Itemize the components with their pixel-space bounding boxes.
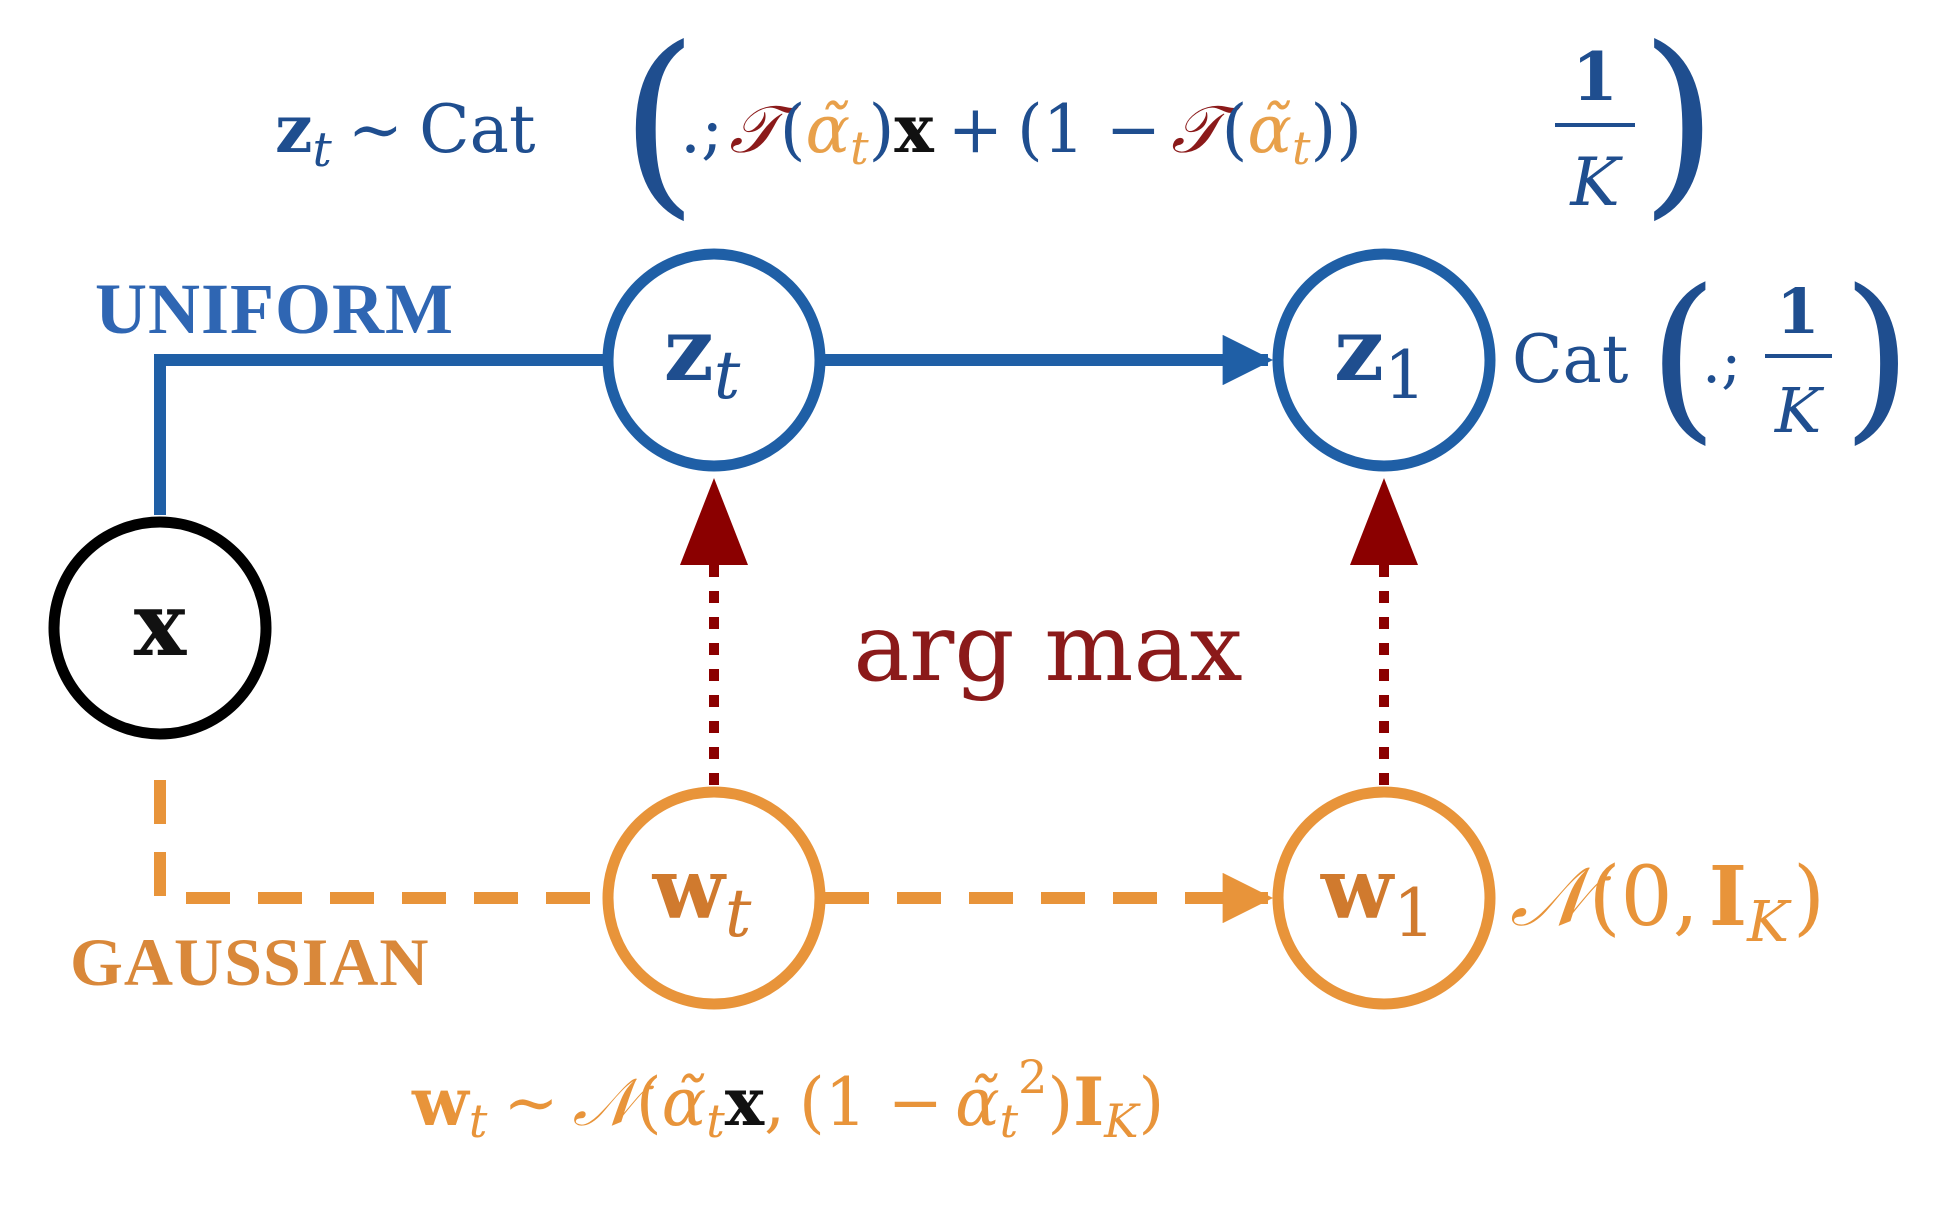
- zt-dist-alpha1-sub: t: [850, 121, 869, 175]
- node-x-circle: [48, 516, 272, 740]
- uniform-edge-x-to-zt: [154, 354, 608, 515]
- wt-dist-open: (: [636, 1064, 662, 1141]
- z1-dist-lparen: (: [1648, 252, 1718, 461]
- zt-dist-plus: +: [948, 91, 1003, 168]
- svg-text:zt∼Cat: zt ∼Cat: [275, 90, 535, 178]
- svg-text:𝒩(0,IK): 𝒩(0,IK): [1510, 849, 1825, 955]
- zt-dist-lp1: (: [780, 91, 806, 168]
- zt-dist-frac-num: 1: [1572, 38, 1618, 116]
- node-wt-sub: t: [725, 875, 752, 952]
- node-zt-sub: t: [714, 337, 741, 414]
- node-wt-label: wt: [652, 839, 752, 952]
- uniform-label: UNIFORM: [95, 269, 454, 349]
- wt-dist-sim: ∼: [503, 1064, 558, 1141]
- wt-dist-alpha2-sub: t: [1000, 1094, 1019, 1148]
- wt-dist-comma: ,: [764, 1064, 785, 1141]
- zt-dist-one-minus: (1 −: [1017, 91, 1161, 168]
- node-w1-sub: 1: [1393, 875, 1435, 952]
- argmax-label: arg max: [853, 594, 1242, 703]
- wt-dist-I-sub: K: [1103, 1094, 1141, 1148]
- w1-dist-I-sub: K: [1746, 890, 1792, 955]
- formula-w1-distribution: 𝒩(0,IK): [1510, 849, 1825, 955]
- z1-dist-rparen: ): [1842, 252, 1912, 461]
- node-z1-main: z: [1334, 297, 1384, 401]
- formula-zt-distribution: zt∼Cat ( .;𝒯(α̃t)x+(1 −𝒯(α̃t)) 1 K ): [275, 5, 1718, 238]
- node-zt-label: zt: [664, 297, 741, 414]
- zt-dist-alpha1: α̃: [806, 91, 851, 168]
- argmax-arrowhead-zt: [680, 478, 748, 565]
- zt-dist-sim: ∼: [348, 91, 403, 168]
- zt-dist-z: z: [275, 90, 312, 168]
- node-z1-sub: 1: [1384, 337, 1426, 414]
- wt-dist-x: x: [725, 1063, 765, 1141]
- w1-dist-close: ): [1793, 850, 1825, 945]
- svg-text:wt∼𝒩(α̃tx,(1 −α̃t2)IK): wt∼𝒩(α̃tx,(1 −α̃t2)IK): [411, 1050, 1164, 1148]
- node-w1-circle: [1272, 786, 1496, 1010]
- zt-dist-rp1: ): [869, 91, 895, 168]
- z1-dist-cat: Cat: [1512, 321, 1628, 398]
- wt-dist-sq: 2: [1018, 1050, 1047, 1104]
- z1-dist-frac-num: 1: [1776, 275, 1819, 348]
- gaussian-label: GAUSSIAN: [70, 924, 429, 1000]
- w1-dist-open: (0,: [1589, 850, 1699, 945]
- zt-dist-cat: Cat: [419, 91, 535, 168]
- wt-dist-w: w: [411, 1063, 471, 1141]
- gaussian-edge-x-to-wt: [154, 780, 608, 904]
- wt-dist-w-sub: t: [469, 1094, 488, 1148]
- zt-dist-big-lparen: (: [620, 5, 698, 238]
- zt-dist-close: )): [1310, 91, 1362, 168]
- zt-dist-z-sub: t: [312, 122, 332, 178]
- w1-dist-I: I: [1709, 849, 1747, 945]
- wt-dist-close: ): [1138, 1064, 1164, 1141]
- zt-dist-x: x: [894, 90, 934, 168]
- node-zt-circle: [602, 248, 826, 472]
- svg-text:.;𝒯(α̃t)x+(1 −𝒯(α̃t)): .;𝒯(α̃t)x+(1 −𝒯(α̃t)): [680, 90, 1362, 175]
- zt-dist-frac-den: K: [1569, 144, 1623, 221]
- node-wt-main: w: [652, 839, 727, 938]
- wt-dist-I: I: [1073, 1063, 1104, 1141]
- wt-dist-alpha: α̃: [662, 1064, 707, 1141]
- z1-dist-dot: .;: [1702, 327, 1741, 397]
- node-x-label: x: [134, 572, 188, 676]
- node-wt-circle: [602, 786, 826, 1010]
- wt-dist-alpha-sub: t: [706, 1094, 725, 1148]
- node-w1-label: w1: [1320, 839, 1435, 952]
- zt-dist-alpha2: α̃: [1247, 91, 1292, 168]
- node-z1-circle: [1272, 248, 1496, 472]
- formula-z1-distribution: Cat ( .; 1 K ): [1512, 252, 1912, 461]
- node-z1-label: z1: [1334, 297, 1426, 414]
- zt-dist-dot: .;: [680, 91, 723, 168]
- z1-dist-frac-den: K: [1774, 374, 1825, 447]
- argmax-arrowhead-z1: [1350, 478, 1418, 565]
- wt-dist-alpha2: α̃: [955, 1064, 1000, 1141]
- wt-dist-paren2: (1 −: [799, 1064, 943, 1141]
- zt-dist-alpha2-sub: t: [1292, 121, 1311, 175]
- node-x-main: x: [134, 572, 188, 676]
- wt-dist-close2: ): [1047, 1064, 1073, 1141]
- node-zt-main: z: [664, 297, 714, 401]
- formula-wt-distribution: wt∼𝒩(α̃tx,(1 −α̃t2)IK): [411, 1050, 1164, 1148]
- zt-dist-lp2: (: [1222, 91, 1248, 168]
- node-w1-main: w: [1320, 839, 1395, 938]
- zt-dist-big-rparen: ): [1640, 5, 1718, 238]
